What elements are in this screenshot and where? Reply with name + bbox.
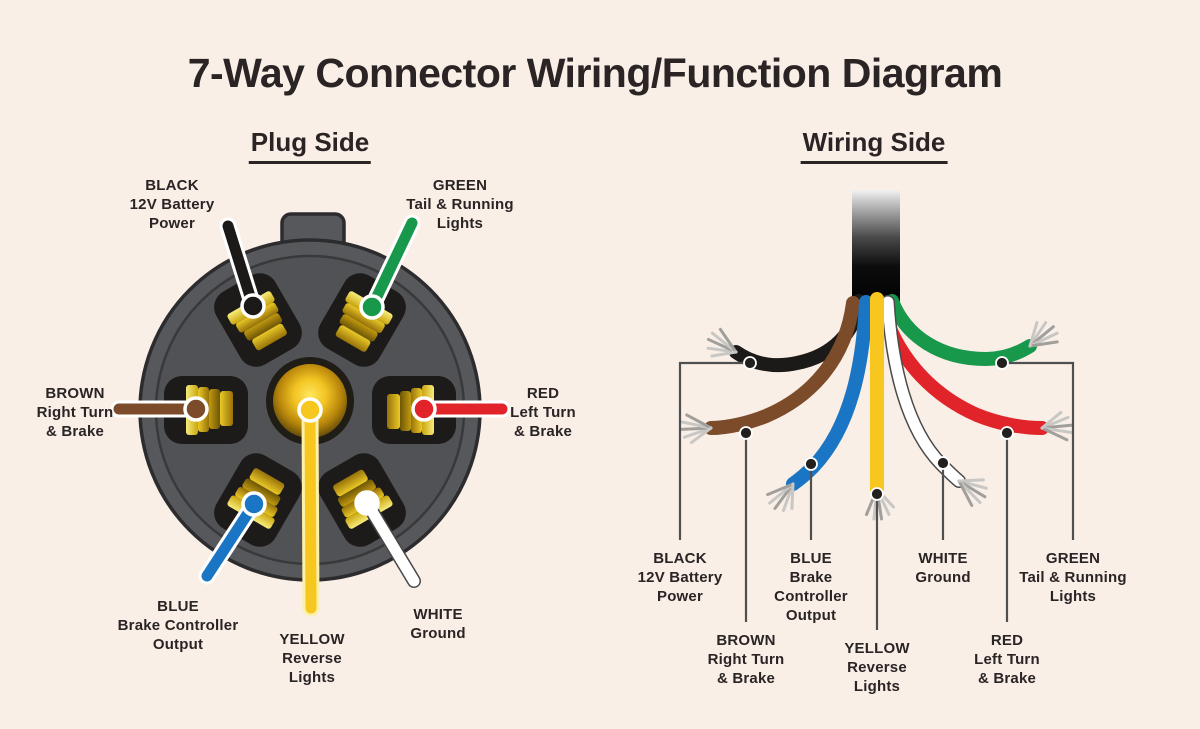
wiring-wire-green [885, 294, 1063, 367]
leader-white [936, 456, 950, 540]
plug-wire-black [219, 217, 266, 319]
page-title: 7-Way Connector Wiring/Function Diagram [187, 50, 1003, 96]
plug-wire-green [359, 214, 421, 320]
leader-green [995, 356, 1075, 540]
wiring-label-red: RED Left Turn & Brake [974, 632, 1040, 687]
wiring-wires [677, 292, 1075, 521]
wiring-wire-brown [677, 296, 860, 446]
plug-wire-brown [110, 396, 209, 422]
leader-brown [739, 426, 753, 622]
plug-wire-white [354, 490, 421, 588]
leader-blue [804, 457, 818, 540]
plug-label-yellow: YELLOW Reverse Lights [279, 631, 345, 686]
wiring-wire-yellow [865, 292, 895, 521]
wiring-label-black: BLACK 12V Battery Power [637, 550, 723, 605]
leader-red [1000, 426, 1014, 622]
plug-label-red: RED Left Turn & Brake [510, 385, 576, 440]
plug-wires [110, 214, 511, 617]
wiring-side-heading: Wiring Side [800, 127, 948, 164]
plug-side-heading: Plug Side [248, 127, 372, 164]
plug-wire-blue [198, 491, 267, 585]
wiring-label-yellow: YELLOW Reverse Lights [844, 640, 910, 695]
leader-yellow [870, 487, 884, 630]
plug-wire-red [411, 396, 511, 422]
plug-label-blue: BLUE Brake Controller Output [117, 598, 239, 653]
leader-black [678, 356, 757, 540]
leader-lines [678, 356, 1075, 630]
plug-label-green: GREEN Tail & Running Lights [406, 177, 514, 232]
wiring-label-blue: BLUE Brake Controller Output [774, 550, 848, 624]
wiring-wire-white [881, 295, 995, 510]
plug-wire-yellow [297, 397, 323, 617]
plug-label-white: WHITE Ground [410, 606, 466, 642]
wiring-label-green: GREEN Tail & Running Lights [1019, 550, 1127, 605]
wiring-wire-blue [762, 295, 873, 519]
wiring-label-white: WHITE Ground [915, 550, 971, 586]
wiring-label-brown: BROWN Right Turn & Brake [707, 632, 785, 687]
plug-label-brown: BROWN Right Turn & Brake [36, 385, 114, 440]
plug-label-black: BLACK 12V Battery Power [129, 177, 215, 232]
